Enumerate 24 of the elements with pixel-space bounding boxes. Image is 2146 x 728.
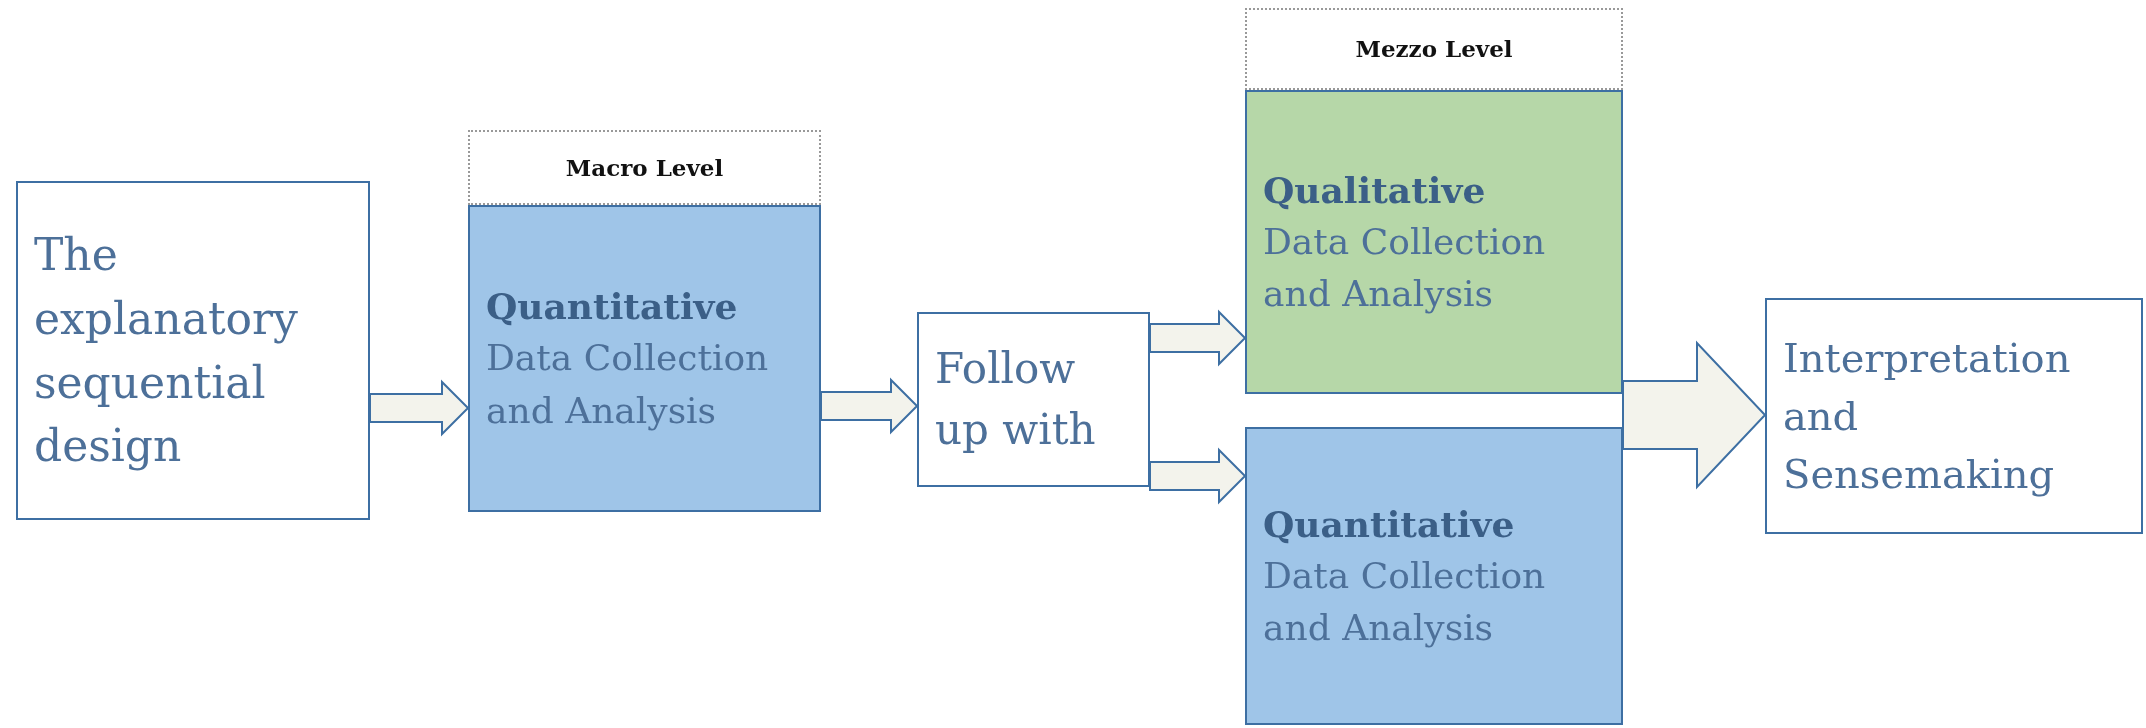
box-heading: Qualitative <box>1263 167 1486 213</box>
process-box <box>468 205 821 512</box>
box-text: Interpretation and Sensemaking <box>1783 334 2072 499</box>
box-text: Data Collection and Analysis <box>486 336 770 433</box>
level-title: Macro Level <box>565 153 724 182</box>
block-arrow <box>1149 447 1247 505</box>
process-box <box>1245 90 1623 394</box>
block-arrow <box>820 377 919 435</box>
level-header <box>468 130 821 205</box>
box-text: Data Collection and Analysis <box>1263 553 1547 651</box>
block-arrow <box>1622 340 1767 490</box>
block-arrow <box>1149 309 1247 367</box>
process-box <box>917 312 1150 487</box>
box-text: Follow up with <box>935 342 1097 456</box>
level-header <box>1245 8 1623 90</box>
process-box <box>1245 427 1623 725</box>
process-box <box>16 181 370 520</box>
block-arrow <box>369 379 470 437</box>
box-text: The explanatory sequential design <box>34 227 299 474</box>
box-heading: Quantitative <box>1263 501 1515 547</box>
box-text: Data Collection and Analysis <box>1263 219 1547 317</box>
box-heading: Quantitative <box>486 284 738 330</box>
process-box <box>1765 298 2143 534</box>
level-title: Mezzo Level <box>1355 35 1513 63</box>
